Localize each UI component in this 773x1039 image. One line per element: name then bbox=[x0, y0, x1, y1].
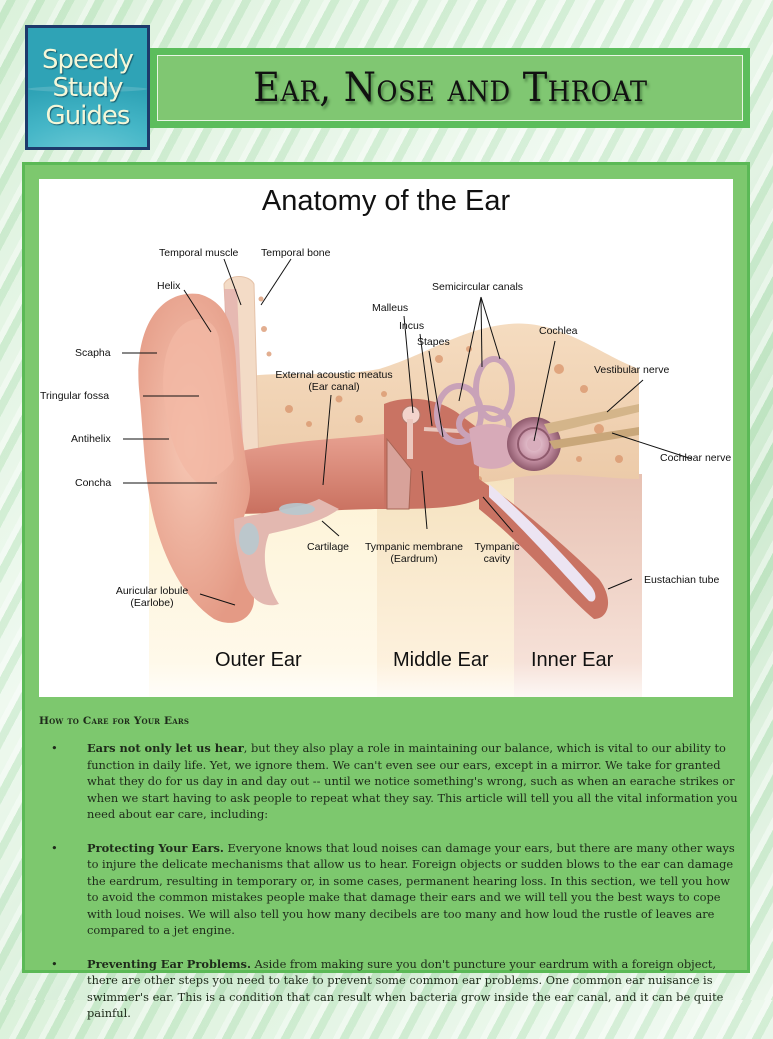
diagram-title: Anatomy of the Ear bbox=[261, 185, 511, 217]
bullet-item: • Ears not only let us hear, but they al… bbox=[39, 740, 739, 823]
bullet-icon: • bbox=[51, 741, 58, 755]
bullet-item: • Preventing Ear Problems. Aside from ma… bbox=[39, 956, 739, 1022]
ear-anatomy-diagram: Anatomy of the Ear Temporal muscle Tempo… bbox=[39, 179, 733, 697]
region-label-inner-ear: Inner Ear bbox=[531, 649, 614, 671]
label-auricular-lobule-line2: (Earlobe) bbox=[130, 597, 174, 609]
region-label-middle-ear: Middle Ear bbox=[393, 649, 489, 671]
label-tympanic-cavity: Tympanic cavity bbox=[467, 541, 527, 565]
logo-line-1: Speedy bbox=[42, 44, 134, 75]
label-external-acoustic-meatus: External acoustic meatus (Ear canal) bbox=[269, 369, 399, 393]
page-title: Ear, Nose and Throat bbox=[252, 65, 648, 111]
label-helix: Helix bbox=[157, 280, 181, 292]
label-tympanic-cavity-line1: Tympanic bbox=[474, 541, 520, 553]
label-external-acoustic-meatus-line1: External acoustic meatus bbox=[275, 369, 393, 381]
region-label-outer-ear: Outer Ear bbox=[215, 649, 302, 671]
ear-illustration bbox=[122, 258, 693, 623]
bullet-item: • Protecting Your Ears. Everyone knows t… bbox=[39, 840, 739, 939]
ear-care-section: How to Care for Your Ears • Ears not onl… bbox=[39, 715, 739, 1039]
label-vestibular-nerve: Vestibular nerve bbox=[594, 364, 670, 376]
label-stapes: Stapes bbox=[417, 336, 450, 348]
label-antihelix: Antihelix bbox=[71, 433, 111, 445]
label-eustachian-tube: Eustachian tube bbox=[644, 574, 720, 586]
label-auricular-lobule: Auricular lobule (Earlobe) bbox=[107, 585, 197, 609]
label-tympanic-membrane-line2: (Eardrum) bbox=[390, 553, 438, 565]
bullet-icon: • bbox=[51, 840, 58, 855]
section-heading: How to Care for Your Ears bbox=[39, 715, 190, 727]
label-temporal-bone: Temporal bone bbox=[261, 247, 331, 259]
bullet-lead: Ears not only let us hear bbox=[87, 741, 244, 755]
label-tympanic-membrane: Tympanic membrane (Eardrum) bbox=[359, 541, 469, 565]
label-auricular-lobule-line1: Auricular lobule bbox=[115, 585, 189, 597]
label-concha: Concha bbox=[75, 477, 112, 489]
content-panel: Anatomy of the Ear Temporal muscle Tempo… bbox=[22, 162, 750, 1020]
label-tympanic-membrane-line1: Tympanic membrane bbox=[364, 541, 464, 553]
logo-line-3: Guides bbox=[45, 100, 131, 131]
logo-line-2: Study bbox=[52, 72, 123, 103]
label-incus: Incus bbox=[399, 320, 425, 332]
label-tympanic-cavity-line2: cavity bbox=[483, 553, 511, 565]
title-banner-inner: Ear, Nose and Throat bbox=[157, 55, 743, 121]
bullet-text: Everyone knows that loud noises can dama… bbox=[87, 840, 735, 938]
label-semicircular-canals: Semicircular canals bbox=[432, 281, 524, 293]
title-banner: Ear, Nose and Throat bbox=[150, 48, 750, 128]
label-malleus: Malleus bbox=[372, 302, 409, 314]
bullet-text: , but they also play a role in maintaini… bbox=[87, 741, 738, 821]
speedy-study-guides-logo: Speedy Study Guides bbox=[25, 25, 150, 150]
bullet-lead: Preventing Ear Problems. bbox=[87, 956, 251, 971]
label-temporal-muscle: Temporal muscle bbox=[159, 247, 239, 259]
bullet-lead: Protecting Your Ears. bbox=[87, 840, 224, 855]
label-cartilage: Cartilage bbox=[307, 541, 350, 553]
bullet-icon: • bbox=[51, 956, 58, 971]
label-scapha: Scapha bbox=[75, 347, 111, 359]
label-cochlear-nerve: Cochlear nerve bbox=[660, 452, 732, 464]
label-external-acoustic-meatus-line2: (Ear canal) bbox=[308, 381, 360, 393]
label-triangular-fossa: Tringular fossa bbox=[40, 390, 110, 402]
label-cochlea: Cochlea bbox=[539, 325, 578, 337]
